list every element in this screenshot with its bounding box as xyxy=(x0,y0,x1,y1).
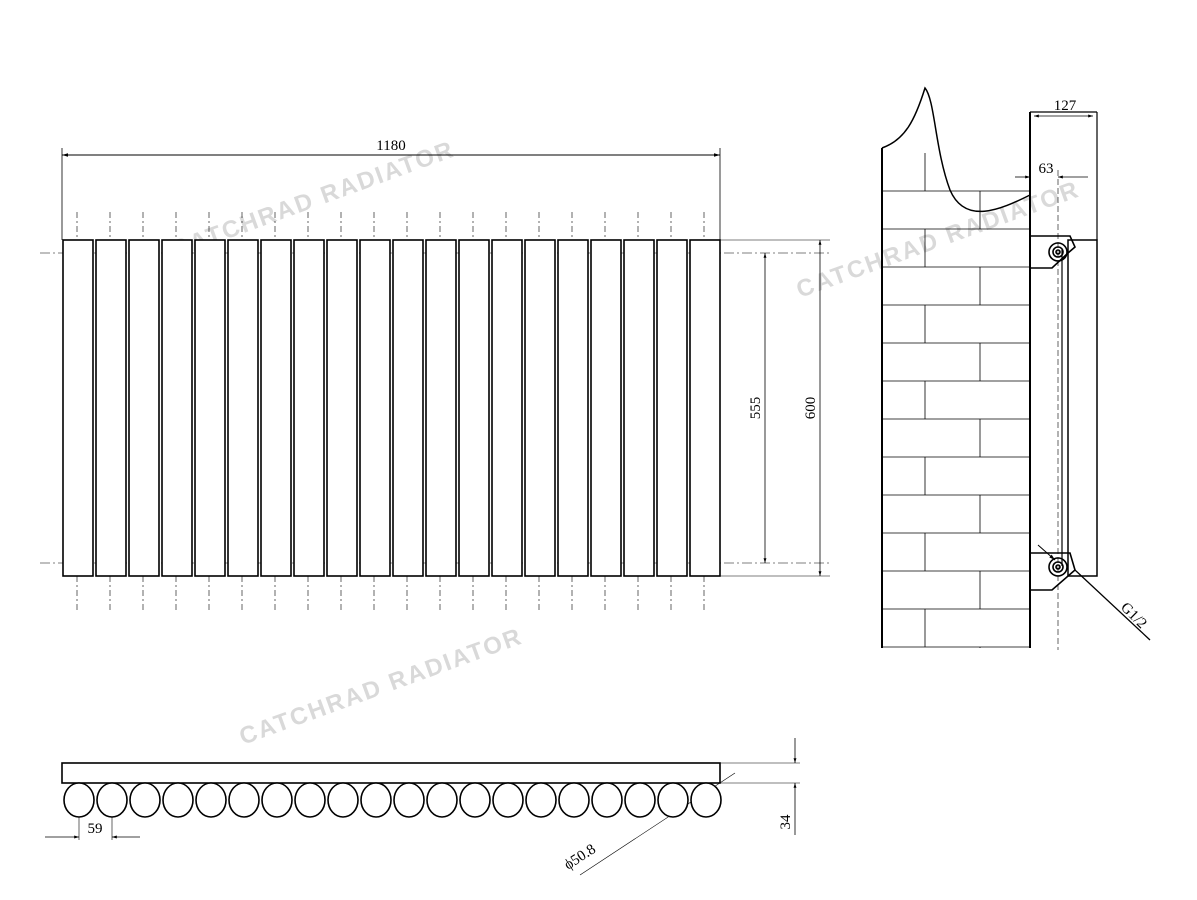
diameter-label: ϕ50.8 xyxy=(561,841,598,873)
tube-section xyxy=(228,782,260,818)
wall-plate xyxy=(61,762,721,784)
radiator-tube xyxy=(359,239,391,577)
break-line xyxy=(881,86,1031,213)
radiator-tube xyxy=(392,239,424,577)
radiator-tube xyxy=(689,239,721,577)
plan-view: 34 59 ϕ50.8 xyxy=(45,738,800,876)
radiator-tube xyxy=(194,239,226,577)
radiator-tube xyxy=(590,239,622,577)
tube-section xyxy=(492,782,524,818)
tube-section xyxy=(63,782,95,818)
radiator-tube xyxy=(260,239,292,577)
radiator-tube xyxy=(425,239,457,577)
radiator-tube xyxy=(656,239,688,577)
tube-section xyxy=(360,782,392,818)
watermark: CATCHRAD RADIATOR xyxy=(793,176,1083,304)
tube-section xyxy=(96,782,128,818)
watermark: CATCHRAD RADIATOR xyxy=(236,623,526,751)
top-bracket xyxy=(1030,235,1076,269)
connection-label: G1/2 xyxy=(1117,600,1150,633)
radiator-tube xyxy=(491,239,523,577)
radiator-tube xyxy=(293,239,325,577)
tube-section xyxy=(459,782,491,818)
tube-section xyxy=(525,782,557,818)
radiator-tube xyxy=(623,239,655,577)
radiator-tube xyxy=(161,239,193,577)
tube-section xyxy=(657,782,689,818)
depth-label: 127 xyxy=(1054,98,1077,114)
radiator-tube xyxy=(458,239,490,577)
tube-section xyxy=(624,782,656,818)
tube-section xyxy=(426,782,458,818)
tube-section xyxy=(294,782,326,818)
height-label: 600 xyxy=(803,397,819,420)
tube-section xyxy=(129,782,161,818)
offset-label: 63 xyxy=(1039,161,1054,177)
front-view: 1180 555 600 xyxy=(40,138,830,610)
tube-section xyxy=(327,782,359,818)
side-view: 127 63 G1/2 xyxy=(881,86,1151,650)
centers-label: 555 xyxy=(748,397,764,420)
radiator-side-body xyxy=(1067,239,1098,577)
tube-section xyxy=(162,782,194,818)
radiator-tube xyxy=(524,239,556,577)
radiator-tube xyxy=(557,239,589,577)
tube-section xyxy=(393,782,425,818)
pitch-label: 59 xyxy=(88,821,103,837)
radiator-tube xyxy=(326,239,358,577)
radiator-tube xyxy=(128,239,160,577)
tube-section xyxy=(261,782,293,818)
radiator-tube xyxy=(62,239,94,577)
radiator-tube xyxy=(227,239,259,577)
radiator-tube xyxy=(95,239,127,577)
tube-section xyxy=(558,782,590,818)
tube-section xyxy=(690,782,722,818)
tube-section xyxy=(195,782,227,818)
plate-label: 34 xyxy=(778,814,794,830)
tube-section xyxy=(591,782,623,818)
width-label: 1180 xyxy=(376,138,405,154)
